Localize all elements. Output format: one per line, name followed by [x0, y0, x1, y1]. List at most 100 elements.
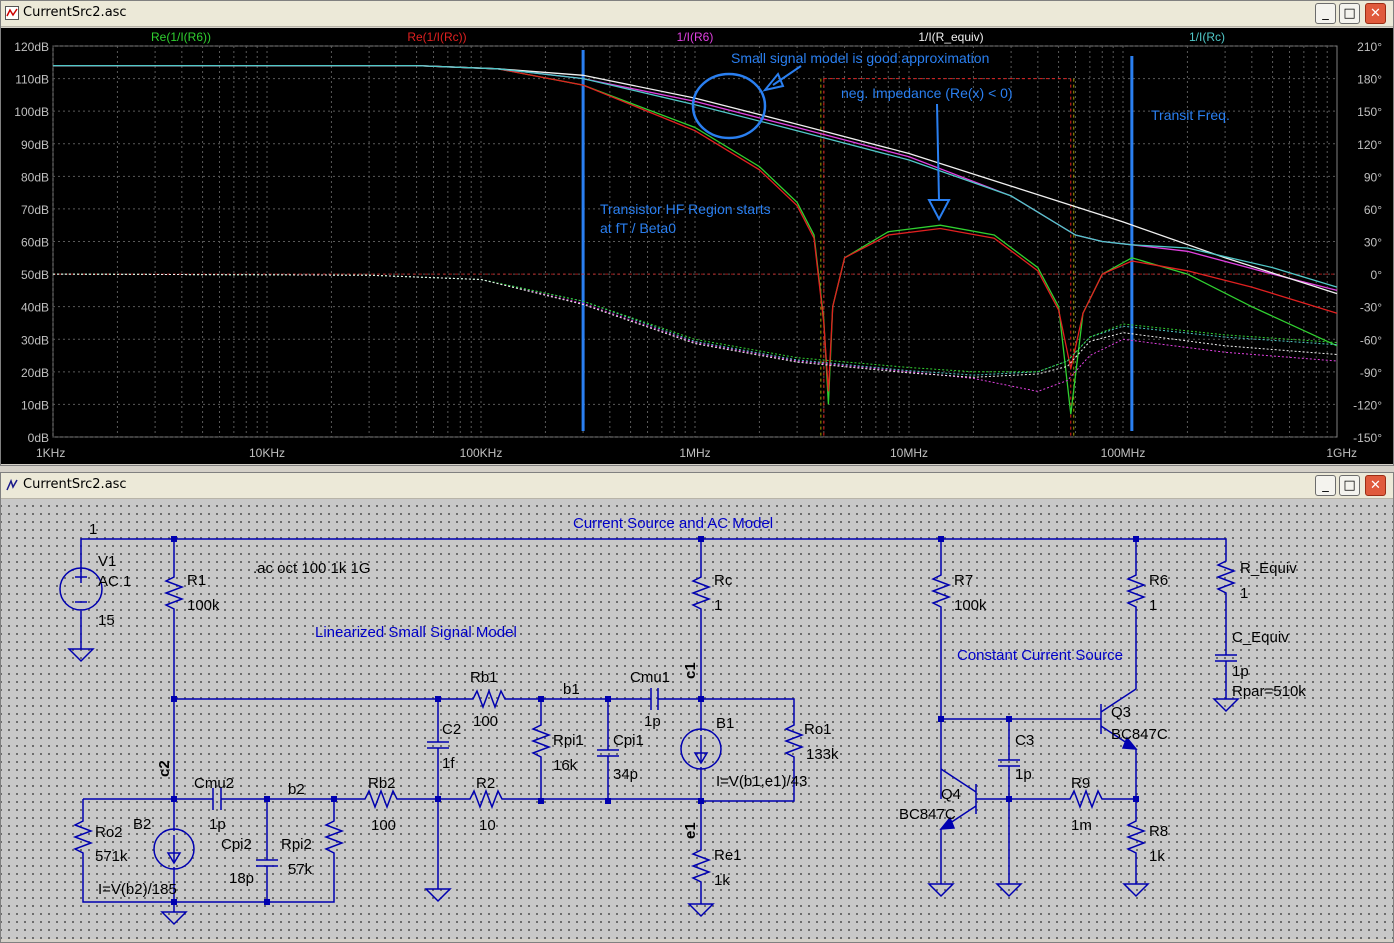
capacitor-cpi2[interactable] — [256, 854, 278, 867]
y-tick-left: 20dB — [21, 366, 49, 380]
resistor-ro1[interactable] — [783, 721, 805, 763]
re1-name: Re1 — [714, 847, 742, 864]
capacitor-cequiv[interactable] — [1215, 649, 1237, 662]
rb1-value: 100 — [473, 713, 498, 730]
bode-plot[interactable]: 0dB10dB20dB30dB40dB50dB60dB70dB80dB90dB1… — [1, 28, 1393, 464]
resistor-rpi1[interactable] — [530, 721, 552, 763]
voltage-source-v1[interactable] — [59, 567, 103, 611]
y-tick-left: 30dB — [21, 333, 49, 347]
constant-current-label: Constant Current Source — [957, 647, 1123, 664]
y-tick-right: -120° — [1353, 398, 1382, 412]
schematic-app-icon — [6, 478, 18, 491]
ground-icon — [1212, 698, 1240, 713]
current-source-b1[interactable] — [680, 728, 722, 770]
x-tick: 10KHz — [249, 446, 285, 460]
maximize-button[interactable]: □ — [1339, 3, 1360, 24]
resistor-rpi2[interactable] — [323, 817, 345, 859]
ac-command: .ac oct 100 1k 1G — [253, 560, 371, 577]
y-tick-left: 10dB — [21, 398, 49, 412]
capacitor-c2[interactable] — [427, 736, 449, 749]
capacitor-cmu2[interactable] — [201, 788, 228, 810]
rc-name: Rc — [714, 572, 733, 589]
b1-expr: I=V(b1,e1)/43 — [716, 773, 807, 790]
ground-icon — [927, 883, 955, 898]
wires[interactable] — [80, 538, 1227, 912]
phase-trace-re-1-i-rc-phase — [52, 273, 1338, 378]
close-button[interactable]: ✕ — [1365, 3, 1386, 24]
resistor-r2[interactable] — [466, 788, 508, 810]
c2-name: C2 — [442, 721, 461, 738]
transistor-q4[interactable] — [939, 768, 977, 839]
resistor-r8[interactable] — [1125, 817, 1147, 859]
capacitors[interactable] — [201, 649, 1237, 867]
schematic-drawing[interactable]: Current Source and AC Model Linearized S… — [1, 499, 1393, 939]
ground-icon — [67, 648, 95, 663]
y-tick-left: 70dB — [21, 203, 49, 217]
net-label-b2: b2 — [288, 781, 305, 798]
net-label-c2: c2 — [156, 760, 173, 777]
c3-value: 1p — [1015, 766, 1032, 783]
x-tick: 100KHz — [460, 446, 503, 460]
current-source-b2[interactable] — [153, 828, 195, 870]
c3-name: C3 — [1015, 732, 1034, 749]
resistors[interactable] — [72, 557, 1237, 888]
cmu2-name: Cmu2 — [194, 775, 234, 792]
v1-value: 15 — [98, 612, 115, 629]
schematic-canvas[interactable]: Current Source and AC Model Linearized S… — [1, 499, 1393, 939]
capacitor-cmu1[interactable] — [650, 688, 659, 710]
y-tick-left: 120dB — [14, 40, 49, 54]
arrowhead-neg-impedance — [927, 199, 951, 222]
q4-model: BC847C — [899, 806, 956, 823]
resistor-ro2[interactable] — [72, 817, 94, 859]
r9-name: R9 — [1071, 775, 1090, 792]
rb2-name: Rb2 — [368, 775, 396, 792]
r1-name: R1 — [187, 572, 206, 589]
schematic-window-titlebar[interactable]: CurrentSrc2.asc _ □ ✕ — [1, 473, 1393, 499]
ro2-name: Ro2 — [95, 824, 123, 841]
close-button[interactable]: ✕ — [1365, 475, 1386, 496]
annotation-hf-region-1: Transistor HF Region starts — [600, 201, 771, 217]
resistor-r7[interactable] — [930, 571, 952, 613]
resistor-rb1[interactable] — [469, 688, 511, 710]
minimize-button[interactable]: _ — [1315, 3, 1336, 24]
r9-value: 1m — [1071, 817, 1092, 834]
y-tick-left: 0dB — [28, 431, 49, 445]
capacitor-c3[interactable] — [998, 754, 1020, 767]
y-tick-left: 100dB — [14, 105, 49, 119]
schematic-title: Current Source and AC Model — [573, 515, 773, 532]
resistor-requiv[interactable] — [1215, 557, 1237, 599]
resistor-re1[interactable] — [690, 846, 712, 888]
maximize-button[interactable]: □ — [1339, 475, 1360, 496]
trace-re-1-i-rc- — [53, 64, 1338, 392]
ro2-value: 571k — [95, 848, 128, 865]
y-tick-right: 60° — [1364, 203, 1382, 217]
y-tick-right: 0° — [1371, 268, 1383, 282]
trace-1-i-rc- — [53, 64, 1338, 288]
resistor-r9[interactable] — [1066, 788, 1108, 810]
x-tick: 100MHz — [1101, 446, 1146, 460]
y-tick-right: 180° — [1357, 73, 1382, 87]
resistor-rb2[interactable] — [361, 788, 403, 810]
capacitor-cpi1[interactable] — [597, 744, 619, 757]
y-tick-left: 90dB — [21, 138, 49, 152]
minimize-button[interactable]: _ — [1315, 475, 1336, 496]
ground-icon — [160, 911, 188, 926]
plot-window-titlebar[interactable]: CurrentSrc2.asc _ □ ✕ — [1, 1, 1393, 27]
legend-entry: Re(1/I(Rc)) — [407, 30, 466, 44]
resistor-r1[interactable] — [163, 573, 185, 615]
v1-ac: AC 1 — [98, 573, 131, 590]
annotation-transit-freq: Transit Freq. — [1151, 107, 1230, 123]
x-tick: 10MHz — [890, 446, 928, 460]
transistor-q3[interactable] — [1100, 688, 1138, 750]
schematic-window: CurrentSrc2.asc _ □ ✕ — [0, 472, 1394, 943]
ground-icon — [995, 883, 1023, 898]
schematic-window-title: CurrentSrc2.asc — [23, 477, 127, 492]
cmu1-value: 1p — [644, 713, 661, 730]
resistor-r6[interactable] — [1125, 571, 1147, 613]
resistor-rc[interactable] — [690, 573, 712, 615]
y-tick-left: 80dB — [21, 170, 49, 184]
x-tick: 1KHz — [36, 446, 65, 460]
ro1-value: 133k — [806, 746, 839, 763]
y-tick-left: 60dB — [21, 236, 49, 250]
